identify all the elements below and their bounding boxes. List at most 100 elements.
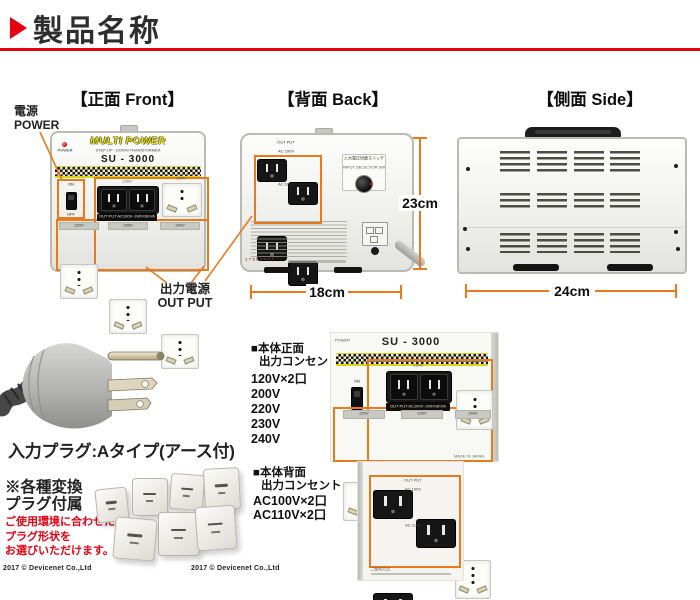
red-arrow-icon	[10, 17, 27, 39]
adapter-plug	[194, 504, 238, 552]
dimension-label-18cm: 18cm	[306, 284, 348, 300]
front-shell: POWER MULTI POWER STEP UP - DOWN TRANSFO…	[50, 131, 209, 369]
detail-back-heading: ■本体背面 出力コンセント	[253, 467, 342, 492]
adapter-plug	[168, 472, 206, 512]
output-callout-en: OUT PUT	[157, 296, 213, 310]
detail-back-outlet-110v-1	[373, 593, 413, 600]
edge-strip	[358, 462, 363, 580]
switch-off-label: OFF	[67, 212, 75, 217]
back-outlet-110v-2	[288, 261, 318, 286]
back-foot	[334, 267, 362, 273]
detail-back-output-label: OUT PUT AC 100V	[404, 478, 422, 492]
header-divider	[0, 48, 700, 51]
adapters-note: ご使用環境に合わせた プラグ形状を お選びいただけます。	[5, 516, 115, 557]
back-output-label: OUT PUT AC 100V	[277, 140, 295, 154]
outlet-200v	[162, 183, 202, 217]
edge-strip	[491, 333, 498, 461]
power-callout: 電源 POWER	[14, 104, 60, 132]
socket	[100, 188, 127, 212]
front-view-title: 【正面 Front】	[71, 91, 184, 109]
detail-on-label: ON	[354, 379, 360, 384]
adapter-plug	[202, 467, 242, 511]
fuse-holder	[371, 247, 379, 255]
detail-model: SU - 3000	[381, 336, 441, 348]
detail-front-photo: POWER SU - 3000 ON OFF 120V OUT PUT AC10…	[330, 332, 499, 599]
selector-label-jp: 入力電圧切替スイッチ	[344, 156, 384, 161]
outlet-240v-labelbar: 240V	[160, 222, 200, 230]
vent-slots	[500, 151, 530, 173]
plug-caption: 入力プラグ:Aタイプ(アース付)	[8, 442, 235, 461]
switch-on-label: ON	[68, 182, 74, 187]
vent-slots	[610, 233, 640, 253]
output-callout-jp: 出力電源	[159, 282, 210, 296]
warning-text-block	[251, 221, 347, 259]
outlet-220v-labelbar: 220V	[59, 222, 99, 230]
outlet-120v	[97, 186, 159, 214]
detail-outlet-note: OUT PUT AC100V~240V/3KVA	[386, 403, 450, 411]
back-shell: OUT PUT AC 100V AC 110V 入力電圧切替スイッチ INPUT…	[240, 133, 427, 286]
model-number: SU - 3000	[100, 154, 156, 165]
side-foot	[513, 264, 559, 271]
front-photo: POWER MULTI POWER STEP UP - DOWN TRANSFO…	[50, 125, 209, 369]
detail-back-outline	[369, 475, 461, 568]
power-switch	[65, 192, 77, 210]
detail-outlet-120v	[386, 371, 452, 403]
outlet-200v-label: 200V	[176, 176, 186, 181]
detail-back-list: AC100V×2口 AC110V×2口	[253, 494, 327, 522]
power-switch-outline: ON OFF	[57, 179, 85, 219]
brand-logo: MULTI POWER	[90, 136, 166, 147]
back-foot	[264, 267, 292, 273]
brand-subtitle: STEP UP - DOWN TRANSFORMER	[95, 148, 161, 153]
vent-slots	[537, 151, 567, 173]
panel-seam	[461, 227, 683, 228]
detail-front-heading: ■本体正面 出力コンセント	[251, 343, 340, 368]
fuse-diagram	[362, 222, 388, 246]
side-shell	[457, 137, 687, 274]
side-photo	[455, 127, 687, 274]
adapter-plug	[132, 478, 168, 516]
selector-label-en: INPUT SELECTOR SW	[343, 165, 386, 170]
vent-slots	[574, 233, 604, 253]
copyright-left: 2017 © Devicenet Co.,Ltd	[3, 565, 92, 572]
outlet-120v-label: 120V	[122, 179, 132, 184]
maker-text-smudge	[288, 260, 346, 263]
detail-220v-labelbar: 220V	[343, 410, 385, 419]
outlet-220v	[60, 264, 98, 299]
power-cord-exit	[393, 238, 427, 269]
back-ac110-label: AC 110V	[278, 182, 294, 187]
selector-knob	[355, 175, 373, 193]
adapter-plugs-photo	[86, 466, 242, 572]
serial-number: 17501477	[245, 257, 275, 262]
input-selector-panel: 入力電圧切替スイッチ INPUT SELECTOR SW	[342, 154, 386, 193]
input-plug-image	[0, 343, 165, 429]
dimension-label-23cm: 23cm	[399, 195, 441, 211]
adapters-title: ※各種変換 プラグ付属	[5, 479, 83, 513]
power-callout-jp: 電源	[14, 104, 39, 118]
usage-text-smudge	[371, 573, 451, 575]
detail-120v-label: 120V	[413, 363, 423, 368]
detail-front-list: 120V×2口 200V 220V 230V 240V	[251, 372, 307, 446]
adapter-plug	[112, 516, 158, 562]
back-view-title: 【背面 Back】	[277, 91, 389, 109]
power-callout-en: POWER	[14, 117, 60, 132]
adapter-plug	[158, 512, 200, 556]
power-led	[62, 142, 67, 147]
vent-slots	[574, 151, 604, 173]
vent-slots	[537, 193, 567, 211]
detail-power-label: POWER	[335, 338, 351, 343]
side-view-title: 【側面 Side】	[537, 91, 643, 109]
vent-slots	[537, 233, 567, 253]
dimension-label-24cm: 24cm	[549, 283, 595, 299]
back-outlet-100v-2	[288, 182, 318, 205]
detail-back-ac110-label: AC 110V	[405, 523, 421, 528]
detail-back-outlet-100v-1	[373, 490, 413, 519]
vent-slots	[574, 193, 604, 211]
side-foot	[607, 264, 653, 271]
detail-back-photo: OUT PUT AC 100V AC 110V ご使用方法	[357, 461, 464, 600]
output-callout: 出力電源 OUT PUT	[143, 282, 227, 310]
vent-slots	[500, 193, 530, 211]
detail-made-in-japan: MADE IN JAPAN	[453, 454, 485, 459]
detail-240v-labelbar: 240V	[455, 410, 491, 419]
page-title: 製品名称	[33, 15, 161, 48]
copyright-right: 2017 © Devicenet Co.,Ltd	[191, 565, 280, 572]
